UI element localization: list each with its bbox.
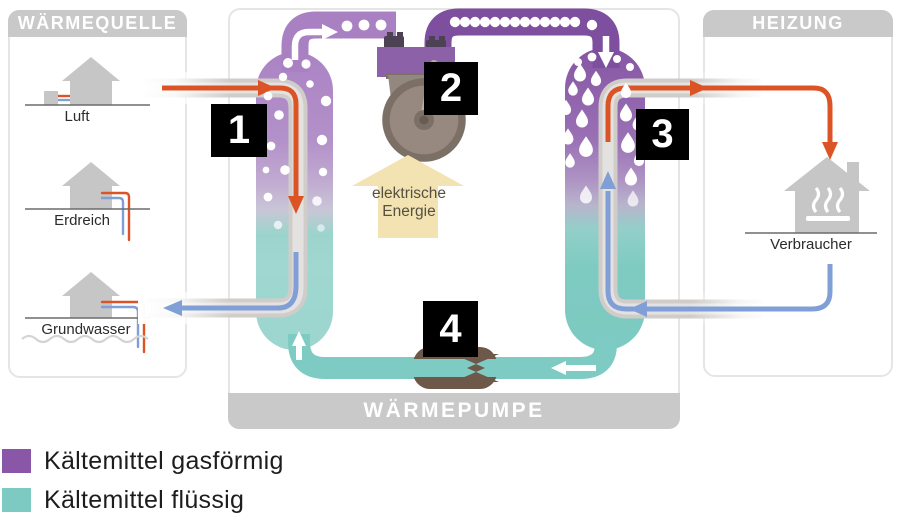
gas-pipe-to-compressor: [281, 11, 396, 72]
groundwater-source-icon: [21, 272, 150, 354]
gas-bubbles: [262, 58, 332, 232]
groundwater-label: Grundwasser: [41, 321, 131, 338]
consumer-label: Verbraucher: [770, 236, 852, 253]
ground-source-icon: [25, 162, 150, 242]
electric-energy-arrow: [352, 155, 464, 238]
legend-row-liquid: Kältemittel flüssig: [2, 485, 284, 514]
electric-energy-label-line2: Energie: [382, 203, 436, 220]
air-source-icon: [25, 57, 150, 106]
consumer-house-icon: [745, 157, 877, 234]
marker-condenser: 3: [636, 109, 689, 160]
electric-energy-label-line1: elektrische: [371, 185, 447, 202]
gas-color-swatch: [2, 449, 31, 473]
marker-compressor: 2: [424, 62, 478, 115]
warm-source-flow-arrow: [162, 80, 304, 214]
cold-heating-return-arrow: [600, 171, 833, 317]
ground-label: Erdreich: [54, 212, 110, 229]
heat-source-panel-title: WÄRMEQUELLE: [8, 10, 187, 37]
hot-heating-flow-arrow: [605, 80, 838, 160]
gas-pipe-to-condenser: [424, 8, 620, 68]
air-label: Luft: [64, 108, 90, 125]
heating-panel-title: HEIZUNG: [703, 10, 893, 37]
gas-legend-label: Kältemittel gasförmig: [44, 446, 284, 475]
underfloor-heating-icon: [806, 186, 850, 221]
marker-evaporator: 1: [211, 104, 267, 157]
legend: Kältemittel gasförmig Kältemittel flüssi…: [2, 446, 284, 526]
heat-pump-panel-title: WÄRMEPUMPE: [228, 393, 680, 429]
cold-source-return-arrow: [163, 252, 299, 316]
electric-energy-label: elektrische Energie: [362, 185, 456, 221]
liquid-color-swatch: [2, 488, 31, 512]
liquid-droplets: [560, 52, 645, 207]
marker-expansion-valve: 4: [423, 301, 478, 357]
legend-row-gas: Kältemittel gasförmig: [2, 446, 284, 475]
expansion-valve-icon: [413, 347, 499, 389]
liquid-legend-label: Kältemittel flüssig: [44, 485, 245, 514]
